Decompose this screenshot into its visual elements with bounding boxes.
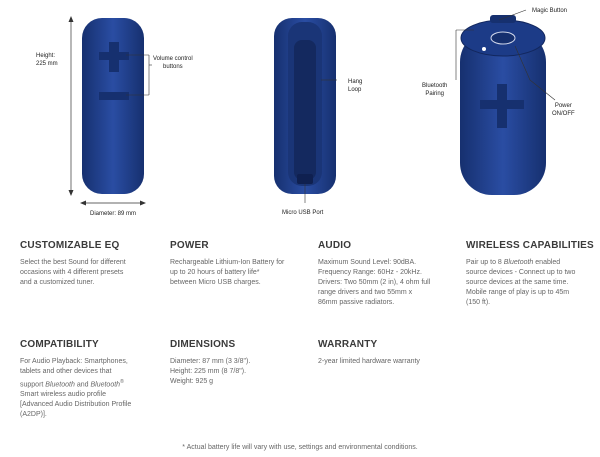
- power-title: POWER: [170, 240, 209, 251]
- dims-title: DIMENSIONS: [170, 339, 236, 350]
- wireless-text: Pair up to 8 Bluetooth enabled source de…: [466, 259, 576, 306]
- dims-text: Diameter: 87 mm (3 3/8").Height: 225 mm …: [170, 358, 251, 385]
- diameter-label: Diameter: 89 mm: [90, 211, 137, 217]
- warranty-text: 2-year limited hardware warranty: [318, 358, 420, 365]
- compat-title: COMPATIBILITY: [20, 339, 99, 350]
- height-label: Height:225 mm: [36, 53, 58, 67]
- usb-port: [297, 174, 313, 184]
- audio-title: AUDIO: [318, 240, 352, 251]
- compat-text: For Audio Playback: Smartphones,tablets …: [20, 358, 132, 419]
- speaker-top: [460, 15, 546, 195]
- magic-button: [490, 31, 516, 45]
- hang-loop-top: [490, 15, 516, 23]
- speaker-back: [274, 18, 336, 194]
- warranty-title: WARRANTY: [318, 339, 378, 350]
- hang-loop: [294, 40, 316, 180]
- bluetooth-button: [482, 47, 486, 51]
- eq-title: CUSTOMIZABLE EQ: [20, 240, 120, 251]
- minus-icon: [99, 92, 129, 100]
- speaker-front: [82, 18, 144, 194]
- magic-label: Magic Button: [532, 8, 568, 14]
- usb-label: Micro USB Port: [282, 210, 324, 216]
- footnote: * Actual battery life will vary with use…: [182, 444, 418, 451]
- product-diagram: [68, 9, 556, 206]
- audio-text: Maximum Sound Level: 90dBA.Frequency Ran…: [318, 259, 431, 306]
- wireless-title: WIRELESS CAPABILITIES: [466, 240, 594, 251]
